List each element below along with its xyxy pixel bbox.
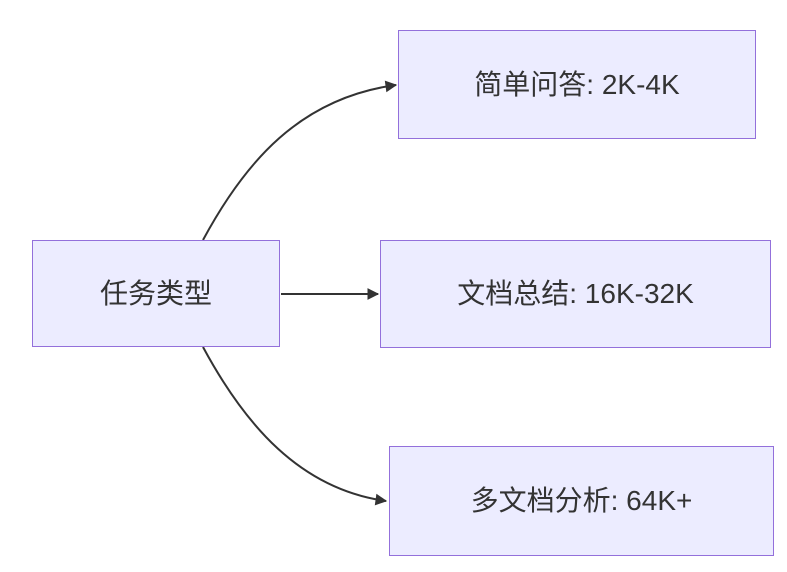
- node-task-type: 任务类型: [32, 240, 280, 347]
- edge-root-to-multi: [202, 346, 388, 506]
- node-task-type-label: 任务类型: [99, 277, 212, 309]
- node-simple-qa: 简单问答: 2K-4K: [398, 30, 756, 139]
- node-doc-summary-label: 文档总结: 16K-32K: [457, 278, 694, 310]
- edge-root-to-qa: [202, 80, 398, 241]
- node-multi-doc-analysis-label: 多文档分析: 64K+: [470, 485, 693, 517]
- node-doc-summary: 文档总结: 16K-32K: [380, 240, 771, 348]
- node-simple-qa-label: 简单问答: 2K-4K: [474, 68, 680, 100]
- node-multi-doc-analysis: 多文档分析: 64K+: [389, 446, 774, 556]
